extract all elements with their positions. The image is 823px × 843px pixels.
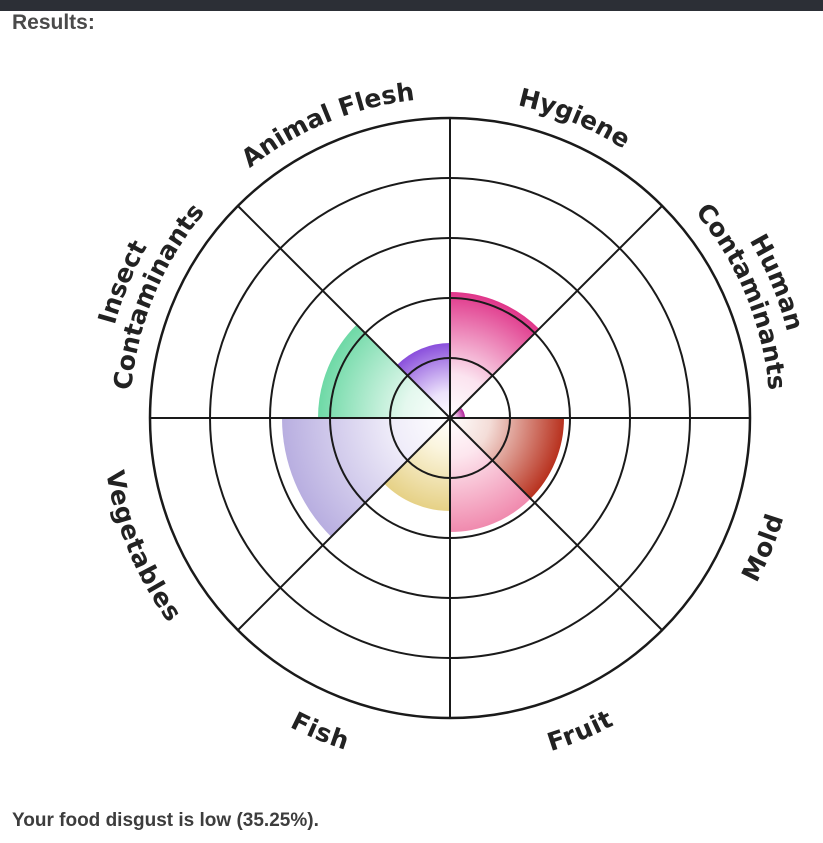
category-label: Fruit (544, 705, 618, 758)
category-label: Mold (736, 511, 789, 587)
category-label: Vegetables (100, 468, 187, 627)
grid-spoke (449, 205, 663, 419)
category-label: Fish (286, 707, 352, 757)
wedge-fruit (450, 418, 531, 532)
wedge-fish (384, 418, 450, 511)
wedge-animal-flesh (396, 343, 450, 418)
grid-spoke (237, 417, 451, 631)
wedge-insect-contaminants (318, 324, 450, 418)
disgust-summary: Your food disgust is low (35.25%). (12, 810, 319, 831)
wedge-hygiene (450, 292, 540, 418)
window-top-bar (0, 0, 823, 11)
chart-grid (148, 116, 752, 720)
wedge-vegetables (282, 418, 450, 537)
grid-spoke (449, 417, 663, 631)
wedge-mold (450, 418, 564, 499)
category-label: Hygiene (516, 83, 636, 154)
results-heading: Results: (12, 11, 95, 34)
data-wedges (282, 292, 564, 537)
grid-spoke (237, 205, 451, 419)
